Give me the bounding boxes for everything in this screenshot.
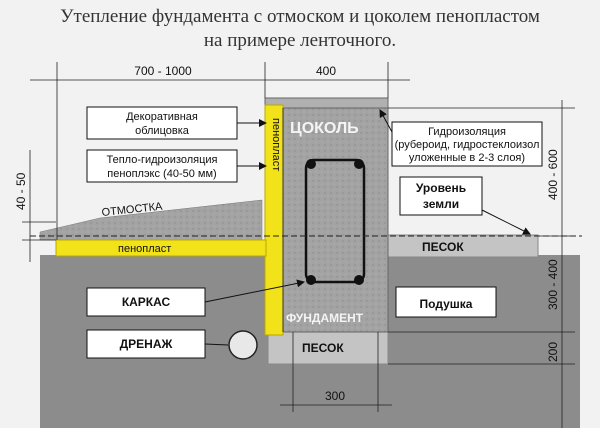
sand-cushion [267, 331, 389, 365]
title-line-1: Утепление фундамента с отмоском и цоколе… [60, 6, 540, 27]
rebar-1 [306, 159, 316, 169]
rebar-3 [306, 275, 316, 285]
otmostka-slab [39, 199, 263, 241]
dim-top-left: 700 - 1000 [134, 64, 192, 78]
plinth-cap [264, 97, 389, 109]
dim-top-right: 400 [316, 64, 336, 78]
level-label-1: Уровень [416, 181, 466, 195]
penoplast-horizontal-label: пенопласт [118, 243, 171, 255]
decor-label-1: Декоративная [126, 111, 198, 123]
rebar-cage [304, 158, 366, 284]
drenazh-box [86, 329, 206, 359]
penoplast-vertical-label: пенопласт [270, 118, 282, 171]
dim-right-3: 200 [546, 342, 560, 362]
karkas-label: КАРКАС [122, 295, 171, 309]
dim-right-1: 400 - 600 [546, 149, 560, 200]
pesok-right-label: ПЕСОК [422, 240, 464, 254]
tsokol-label: ЦОКОЛЬ [290, 120, 359, 137]
hydro-label-2: (рубероид, гидростеклоизол [395, 139, 540, 151]
level-box [399, 176, 483, 216]
decor-label-2: облицовка [135, 125, 190, 137]
dim-left-small: 40 - 50 [14, 172, 28, 210]
drenazh-leader [204, 343, 229, 346]
hydro-label-3: уложенные в 2-3 слоя) [409, 152, 525, 164]
penoplast-horizontal [55, 239, 267, 257]
pesok-bottom-label: ПЕСОК [302, 341, 344, 355]
drainage-pipe [228, 330, 258, 360]
hydro-leader [379, 109, 393, 133]
decor-box [86, 106, 238, 140]
hydro-box [391, 121, 543, 167]
karkas-leader [204, 279, 305, 303]
hydro-label-1: Гидроизоляция [428, 126, 506, 138]
fundament-label: ФУНДАМЕНТ [286, 311, 364, 325]
dim-bottom: 300 [325, 389, 345, 403]
foundation-body [282, 103, 389, 333]
level-leader [481, 209, 531, 235]
podushka-label: Подушка [420, 297, 473, 311]
insul-label-2: пеноплэкс (40-50 мм) [107, 168, 216, 180]
rebar-2 [354, 159, 364, 169]
dim-right-2: 300 - 400 [546, 259, 560, 310]
insul-label-1: Тепло-гидроизоляция [106, 154, 217, 166]
rebar-4 [354, 275, 364, 285]
level-label-2: земли [423, 197, 459, 211]
title-line-2: на примере ленточного. [204, 30, 396, 51]
podushka-box [395, 286, 497, 318]
insul-box [86, 149, 238, 183]
drenazh-label: ДРЕНАЖ [120, 337, 173, 351]
